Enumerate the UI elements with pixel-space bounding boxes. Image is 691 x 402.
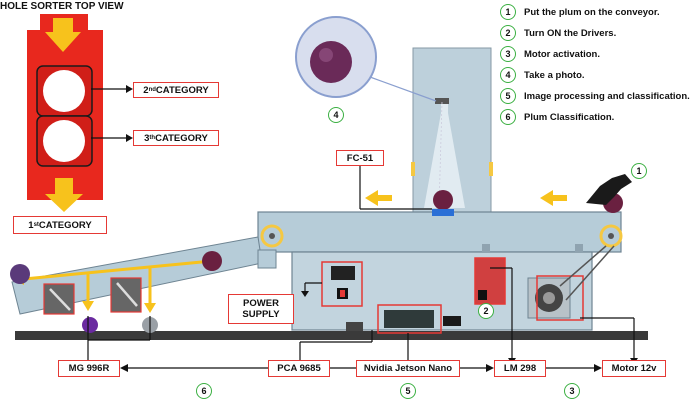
step-2: 2 Turn ON the Drivers. [500, 25, 616, 41]
sorter-top-arrow [45, 18, 81, 52]
hole-2nd [43, 70, 85, 112]
step-4-text: Take a photo. [524, 69, 585, 81]
base-bar [15, 331, 648, 340]
first-category-arrow [45, 178, 83, 212]
step-5-text: Image processing and classification. [524, 90, 690, 102]
camera [435, 98, 449, 104]
lm298-label: LM 298 [494, 360, 546, 377]
jetson-board-frame [377, 304, 442, 334]
pca9685-label: PCA 9685 [268, 360, 330, 377]
step-1: 1 Put the plum on the conveyor. [500, 4, 660, 20]
fc51-label: FC-51 [336, 150, 384, 166]
marker-step-4: 4 [328, 107, 344, 123]
camera-light-cone [424, 103, 465, 208]
step-1-number: 1 [500, 4, 516, 20]
hole-3rd [43, 120, 85, 162]
step-6: 6 Plum Classification. [500, 109, 614, 125]
marker-step-6: 6 [196, 383, 212, 399]
step-6-text: Plum Classification. [524, 111, 615, 123]
fc51-sensor [432, 209, 454, 216]
step-3-text: Motor activation. [524, 48, 601, 60]
marker-step-3: 3 [564, 383, 580, 399]
conveyor-frame [257, 211, 622, 253]
lm298-module [474, 257, 506, 305]
motor-12v-label: Motor 12v [602, 360, 666, 377]
marker-step-1: 1 [631, 163, 647, 179]
sorter-title: HOLE SORTER TOP VIEW [0, 1, 124, 12]
power-supply-label: POWER SUPPLY [228, 294, 294, 324]
jetson-nano-label: Nvidia Jetson Nano [356, 360, 460, 377]
step-5: 5 Image processing and classification. [500, 88, 690, 104]
step-3-number: 3 [500, 46, 516, 62]
step-3: 3 Motor activation. [500, 46, 600, 62]
step-5-number: 5 [500, 88, 516, 104]
marker-step-5: 5 [400, 383, 416, 399]
step-1-text: Put the plum on the conveyor. [524, 6, 660, 18]
step-2-text: Turn ON the Drivers. [524, 27, 617, 39]
hand-icon [586, 174, 632, 205]
marker-step-2: 2 [478, 303, 494, 319]
step-4-number: 4 [500, 67, 516, 83]
step-2-number: 2 [500, 25, 516, 41]
mg996r-label: MG 996R [58, 360, 120, 377]
step-6-number: 6 [500, 109, 516, 125]
power-socket-frame [321, 261, 363, 307]
step-4: 4 Take a photo. [500, 67, 585, 83]
